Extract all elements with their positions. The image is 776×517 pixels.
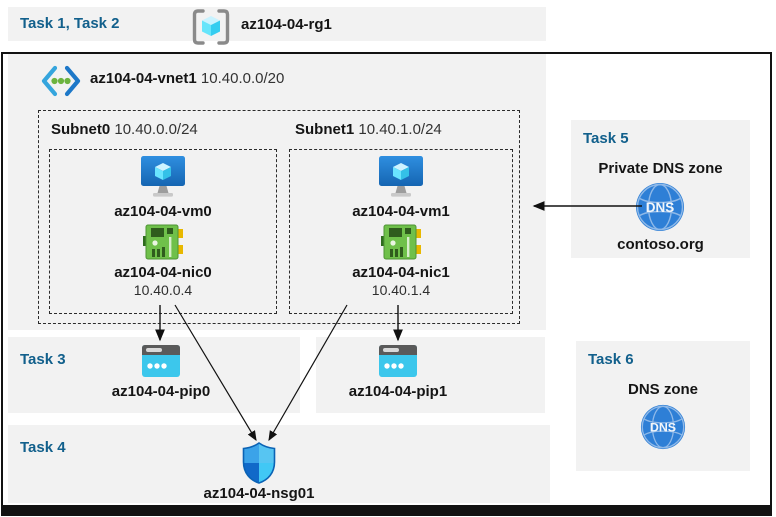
vnet-box: az104-04-vnet1 10.40.0.0/20 Subnet0 10.4…	[8, 54, 546, 330]
task6-label: Task 6	[588, 351, 634, 368]
subnets-container: Subnet0 10.40.0.0/24 az104-04-vm0	[38, 110, 520, 324]
nic1-name: az104-04-nic1	[352, 264, 450, 281]
dns-icon-text: DNS	[650, 421, 676, 435]
subnet1-cidr: 10.40.1.0/24	[358, 121, 442, 138]
pip0-name: az104-04-pip0	[111, 383, 211, 400]
vm1-name: az104-04-vm1	[352, 203, 450, 220]
task5-label: Task 5	[583, 130, 629, 147]
vnet-cidr: 10.40.0.0/20	[200, 70, 285, 87]
task5-box: Task 5 Private DNS zone DNS contoso.org	[571, 120, 750, 258]
task6-box: Task 6 DNS zone DNS	[576, 341, 750, 471]
vnet-title: az104-04-vnet1 10.40.0.0/20	[90, 70, 284, 87]
resource-group-name: az104-04-rg1	[241, 16, 332, 33]
public-ip-pip1-icon	[379, 345, 417, 377]
subnet0-cidr: 10.40.0.0/24	[114, 121, 198, 138]
public-ip-pip0-icon	[142, 345, 180, 377]
dns-icon-text: DNS	[646, 200, 675, 215]
pip1-name: az104-04-pip1	[348, 383, 448, 400]
network-security-group-shield-icon	[242, 442, 276, 484]
resource-group-icon	[192, 9, 230, 45]
virtual-network-icon	[41, 65, 81, 97]
private-dns-zone-icon: DNS	[636, 183, 684, 231]
diagram-frame	[1, 52, 772, 516]
vnet-name: az104-04-vnet1	[90, 70, 197, 87]
task1-task2-band: Task 1, Task 2 az104-04-rg1	[8, 7, 546, 45]
task1-task2-label: Task 1, Task 2	[20, 15, 120, 32]
task4-label: Task 4	[20, 439, 66, 456]
subnet1-box: az104-04-vm1 az104-04-nic1 10.40.1.4	[289, 149, 513, 314]
nic0-name: az104-04-nic0	[114, 264, 212, 281]
virtual-machine-icon	[379, 156, 423, 197]
virtual-machine-icon	[141, 156, 185, 197]
private-dns-zone-name: contoso.org	[617, 236, 704, 253]
nic0-icon	[143, 224, 183, 260]
nic1-ip: 10.40.1.4	[371, 282, 431, 298]
subnet0-name: Subnet0	[51, 121, 111, 138]
task3-band-right: az104-04-pip1	[316, 337, 545, 413]
dns-zone-icon: DNS	[640, 404, 686, 450]
subnet0-box: az104-04-vm0 az104-04-nic0 10.40.0.4	[49, 149, 277, 314]
private-dns-zone-title: Private DNS zone	[598, 160, 723, 177]
subnet1-name: Subnet1	[295, 121, 355, 138]
subnet1-label: Subnet1 10.40.1.0/24	[295, 121, 442, 138]
dns-zone-title: DNS zone	[627, 381, 698, 398]
nsg-name: az104-04-nsg01	[203, 485, 315, 502]
nic0-ip: 10.40.0.4	[133, 282, 193, 298]
task3-band: Task 3 az104-04-pip0	[8, 337, 300, 413]
task3-label: Task 3	[20, 351, 66, 368]
task4-band: Task 4 az104-04-nsg01	[8, 425, 550, 503]
vm0-name: az104-04-vm0	[114, 203, 212, 220]
subnet0-label: Subnet0 10.40.0.0/24	[51, 121, 198, 138]
nic1-icon	[381, 224, 421, 260]
